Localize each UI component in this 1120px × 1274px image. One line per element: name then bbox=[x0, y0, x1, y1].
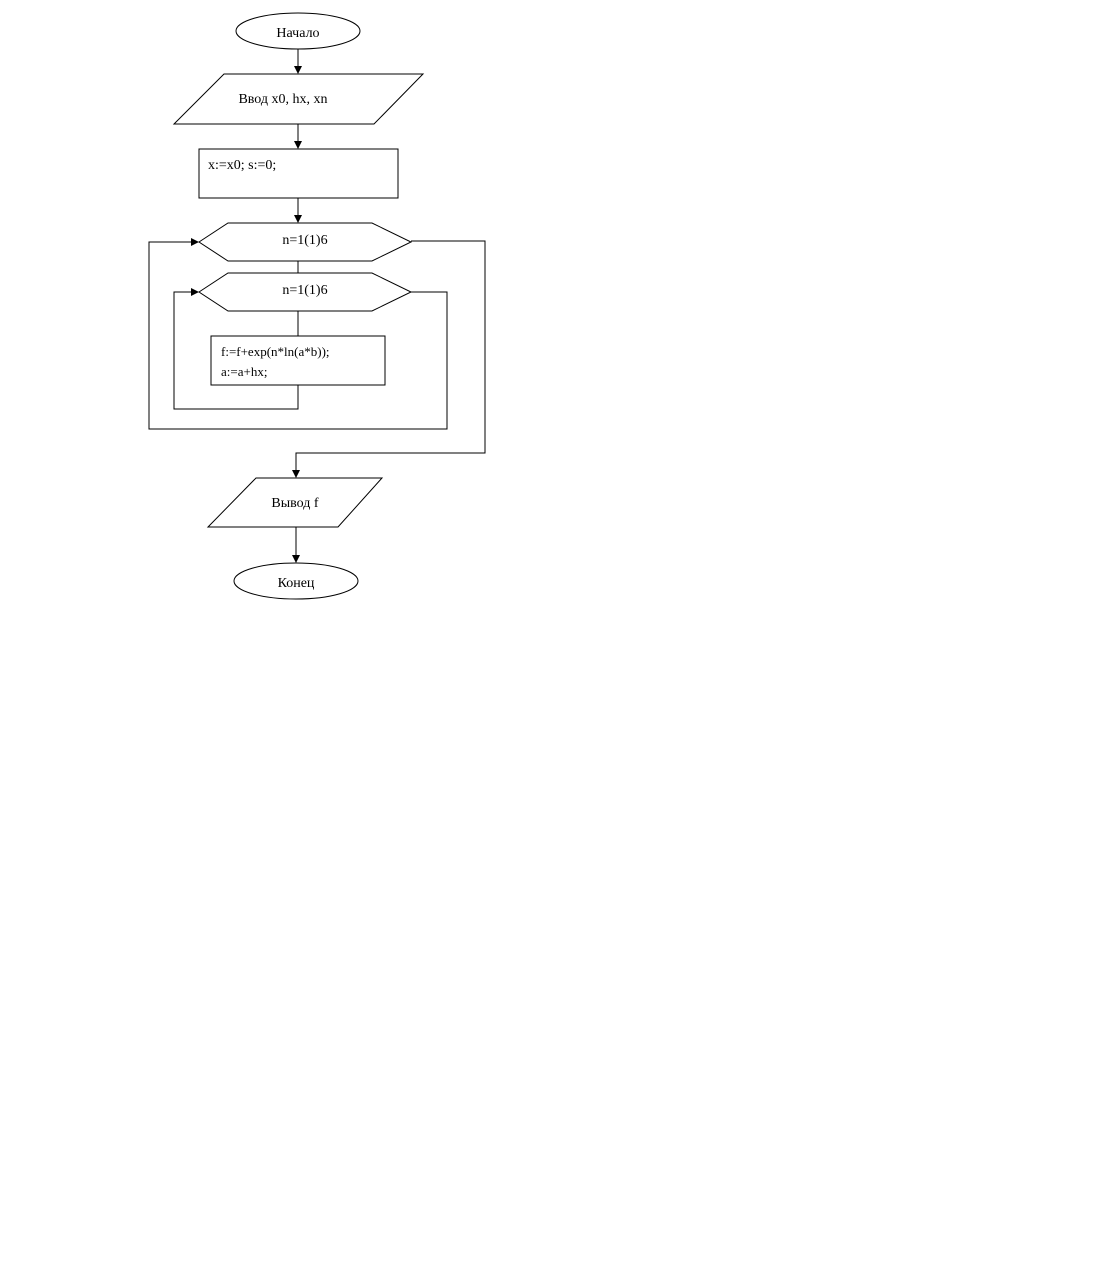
connector-start-to-input bbox=[294, 49, 302, 74]
input-label: Ввод x0, hx, xn bbox=[238, 92, 327, 107]
arrowhead-icon bbox=[294, 215, 302, 223]
outer-loop-block: n=1(1)6 bbox=[198, 222, 413, 262]
body-line-1: f:=f+exp(n*ln(a*b)); bbox=[221, 344, 330, 359]
body-process-block: f:=f+exp(n*ln(a*b)); a:=a+hx; bbox=[210, 335, 386, 386]
inner-loop-back-edge bbox=[173, 288, 299, 410]
input-block: Ввод x0, hx, xn bbox=[172, 73, 425, 125]
init-label: x:=x0; s:=0; bbox=[208, 158, 276, 173]
arrowhead-icon bbox=[294, 66, 302, 74]
arrowhead-icon bbox=[292, 555, 300, 563]
arrowhead-icon bbox=[294, 141, 302, 149]
connector-output-to-end bbox=[292, 527, 300, 563]
connector-input-to-init bbox=[294, 124, 302, 149]
body-line-2: a:=a+hx; bbox=[221, 364, 267, 379]
init-process-block: x:=x0; s:=0; bbox=[198, 148, 399, 199]
start-terminator: Начало bbox=[235, 12, 361, 50]
inner-loop-label: n=1(1)6 bbox=[282, 283, 327, 298]
arrowhead-icon bbox=[191, 238, 199, 246]
arrowhead-icon bbox=[292, 470, 300, 478]
output-label: Вывод f bbox=[271, 496, 318, 511]
outer-loop-exit-edge bbox=[292, 240, 486, 478]
inner-loop-block: n=1(1)6 bbox=[198, 272, 413, 312]
end-terminator: Конец bbox=[233, 562, 359, 600]
start-label: Начало bbox=[276, 26, 319, 41]
outer-loop-label: n=1(1)6 bbox=[282, 233, 327, 248]
outer-loop-back-edge bbox=[148, 238, 448, 430]
end-label: Конец bbox=[278, 576, 315, 591]
connector-init-to-outer-loop bbox=[294, 198, 302, 223]
output-block: Вывод f bbox=[206, 477, 384, 528]
arrowhead-icon bbox=[191, 288, 199, 296]
